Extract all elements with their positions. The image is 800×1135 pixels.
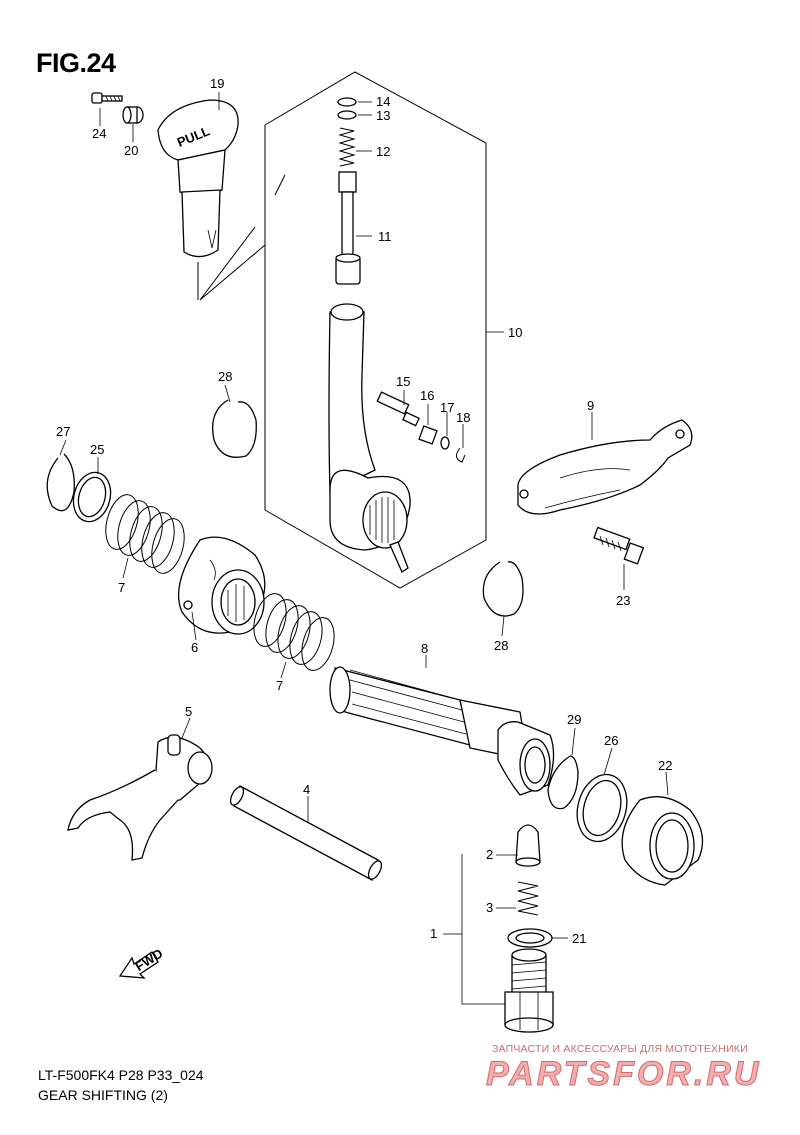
knob-guide-line (197, 174, 286, 301)
part-7-spring-upper[interactable] (100, 491, 189, 577)
callout-10: 10 (508, 325, 522, 340)
watermark-logo: PARTSFOR.RU (485, 1055, 762, 1094)
part-1-plug-bolt[interactable] (504, 948, 554, 1033)
callout-17: 17 (440, 400, 454, 415)
callout-25: 25 (90, 442, 104, 457)
part-27-circlip[interactable] (46, 453, 75, 512)
part-18-clip[interactable] (456, 447, 466, 463)
callout-22: 22 (658, 758, 672, 773)
part-2-detent-plunger[interactable] (515, 824, 541, 867)
part-15-pin[interactable] (376, 391, 420, 427)
part-14-washer[interactable] (337, 97, 357, 107)
part-7-spring-lower[interactable] (249, 590, 340, 674)
callout-leader-lines (59, 92, 669, 1005)
part-11-rod[interactable] (335, 171, 361, 285)
part-13-ring[interactable] (337, 110, 357, 120)
callout-7-upper: 7 (118, 580, 125, 595)
assembly-10-frame (264, 71, 487, 589)
callout-11: 11 (378, 229, 392, 244)
callout-26: 26 (604, 733, 618, 748)
callout-8: 8 (421, 641, 428, 656)
callout-6: 6 (191, 640, 198, 655)
part-16-collar[interactable] (418, 425, 438, 445)
callout-24: 24 (92, 126, 106, 141)
fwd-arrow-label: FWD (132, 946, 165, 974)
watermark-tagline: ЗАПЧАСТИ И АКСЕССУАРЫ ДЛЯ МОТОТЕХНИКИ (492, 1043, 748, 1055)
fwd-direction-arrow: FWD (118, 946, 165, 979)
part-4-fork-shaft[interactable] (228, 785, 384, 881)
callout-29: 29 (567, 712, 581, 727)
part-12-spring[interactable] (338, 127, 356, 167)
part-10-shift-lever[interactable] (328, 303, 411, 573)
callout-28-upper: 28 (218, 369, 232, 384)
part-19-shift-knob[interactable]: PULL (157, 99, 239, 258)
callout-2: 2 (486, 847, 493, 862)
callout-4: 4 (303, 782, 310, 797)
part-21-washer[interactable] (507, 928, 553, 948)
part-3-spring[interactable] (517, 881, 539, 916)
part-17-washer[interactable] (440, 436, 450, 450)
callout-3: 3 (486, 900, 493, 915)
figure-title: FIG.24 (36, 48, 116, 78)
part-8-splined-shaft[interactable] (329, 666, 555, 796)
part-26-washer[interactable] (570, 769, 634, 847)
callout-21: 21 (572, 931, 586, 946)
callout-23: 23 (616, 593, 630, 608)
callout-5: 5 (185, 704, 192, 719)
callout-14: 14 (376, 94, 390, 109)
part-23-bolt[interactable] (593, 526, 645, 565)
callout-19: 19 (210, 76, 224, 91)
callout-20: 20 (124, 143, 138, 158)
part-22-bearing[interactable] (621, 796, 704, 886)
callout-18: 18 (456, 410, 470, 425)
part-5-shift-fork[interactable] (67, 734, 213, 861)
callout-13: 13 (376, 108, 390, 123)
part-20-collar[interactable] (122, 106, 144, 124)
part-9-bracket[interactable] (517, 419, 693, 515)
callout-27: 27 (56, 424, 70, 439)
part-28-circlip-lower[interactable] (482, 561, 524, 617)
part-29-circlip[interactable] (547, 755, 579, 810)
callout-16: 16 (420, 388, 434, 403)
part-28-circlip-upper[interactable] (211, 399, 257, 458)
section-name: GEAR SHIFTING (2) (38, 1087, 168, 1103)
model-code: LT-F500FK4 P28 P33_024 (38, 1067, 204, 1083)
part-6-shift-drum[interactable] (178, 536, 266, 635)
callout-15: 15 (396, 374, 410, 389)
callout-7-lower: 7 (276, 678, 283, 693)
part-24-bolt[interactable] (91, 92, 123, 104)
callout-28-lower: 28 (494, 638, 508, 653)
callout-9: 9 (587, 398, 594, 413)
callout-1: 1 (430, 926, 437, 941)
callout-12: 12 (376, 144, 390, 159)
part-25-washer[interactable] (68, 468, 116, 526)
callout-numbers: 19 24 20 14 13 12 11 10 15 16 17 18 28 2… (56, 76, 672, 946)
